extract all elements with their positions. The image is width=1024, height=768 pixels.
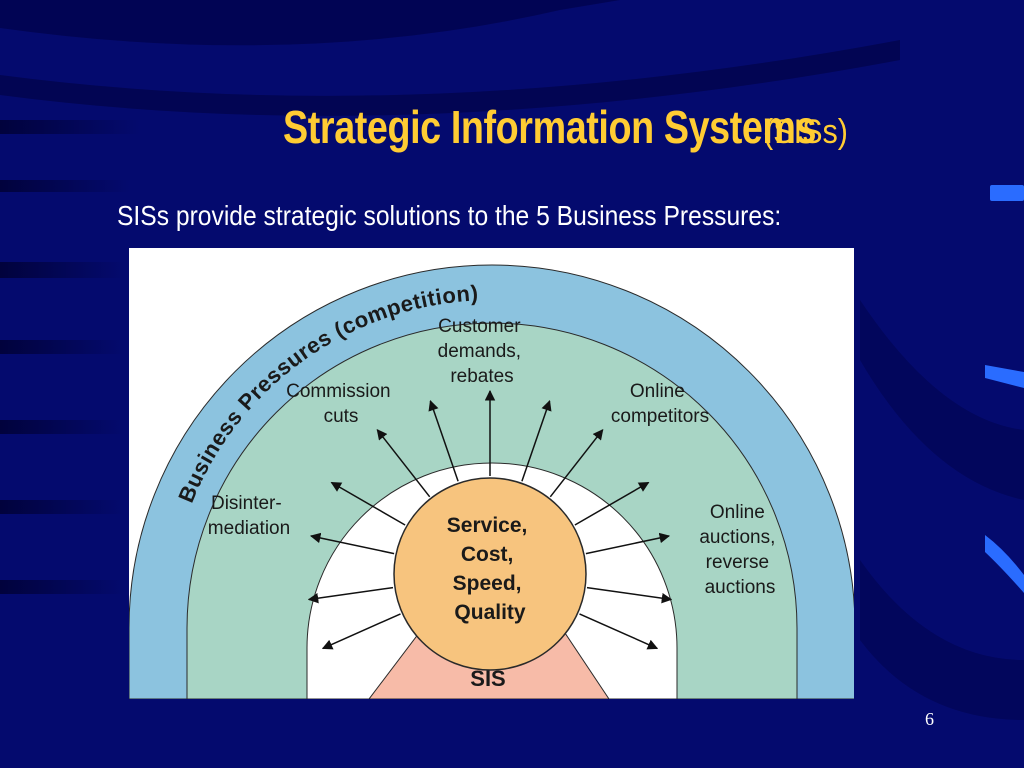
title-sub: (SISs) bbox=[763, 113, 849, 151]
pressure-arrow bbox=[579, 613, 659, 650]
business-pressures-diagram: Business Pressures (competition) SIS Ser… bbox=[129, 264, 854, 699]
pressure-commission-cuts: Commission cuts bbox=[286, 381, 396, 427]
pressure-line: rebates bbox=[450, 366, 513, 387]
pressure-line: Disinter- bbox=[211, 493, 282, 514]
slide-subtitle: SISs provide strategic solutions to the … bbox=[117, 200, 782, 231]
pressure-online-competitors: Online competitors bbox=[611, 381, 709, 427]
pressure-line: competitors bbox=[611, 406, 709, 427]
pressure-arrow bbox=[321, 613, 401, 650]
title-main: Strategic Information Systems bbox=[283, 101, 818, 153]
pressure-arrow bbox=[586, 586, 673, 604]
slide-title: Strategic Information Systems (SISs) bbox=[0, 100, 1024, 154]
accent-bar bbox=[985, 365, 1024, 388]
pressure-line: Online bbox=[630, 381, 685, 402]
diagram-panel: Business Pressures (competition) SIS Ser… bbox=[129, 248, 854, 699]
pressure-arrow bbox=[307, 586, 394, 604]
pressure-arrow bbox=[428, 400, 459, 482]
pressure-arrows bbox=[307, 389, 673, 650]
pressure-line: auctions, bbox=[699, 527, 775, 548]
pressure-customer-demands: Customer demands, rebates bbox=[438, 316, 527, 387]
pressure-arrow bbox=[585, 532, 671, 555]
core-line: Cost, bbox=[461, 543, 514, 566]
core-circle bbox=[393, 477, 587, 671]
pressure-line: auctions bbox=[705, 577, 776, 598]
pressure-arrow bbox=[330, 481, 406, 526]
core-line: Speed, bbox=[453, 572, 522, 595]
pressure-arrow bbox=[549, 428, 604, 498]
core-line: Service, bbox=[447, 514, 528, 537]
pressure-arrow bbox=[376, 428, 431, 498]
pressure-line: mediation bbox=[208, 518, 290, 539]
page-number: 6 bbox=[925, 709, 934, 729]
pressure-line: reverse bbox=[706, 552, 769, 573]
pressure-online-auctions: Online auctions, reverse auctions bbox=[699, 502, 780, 598]
accent-bar bbox=[990, 185, 1024, 201]
pressure-arrow bbox=[574, 481, 650, 526]
accent-bar bbox=[985, 535, 1024, 593]
pressure-line: Online bbox=[710, 502, 765, 523]
pressure-arrow bbox=[309, 532, 395, 555]
pressure-line: cuts bbox=[324, 406, 359, 427]
pressure-line: demands, bbox=[438, 341, 521, 362]
pressure-disintermediation: Disinter- mediation bbox=[208, 493, 290, 539]
pressure-line: Customer bbox=[438, 316, 521, 337]
pressure-line: Commission bbox=[286, 381, 391, 402]
pressure-arrow bbox=[521, 400, 552, 482]
core-line: Quality bbox=[454, 601, 526, 624]
core-label: Service, Cost, Speed, Quality bbox=[447, 514, 533, 624]
